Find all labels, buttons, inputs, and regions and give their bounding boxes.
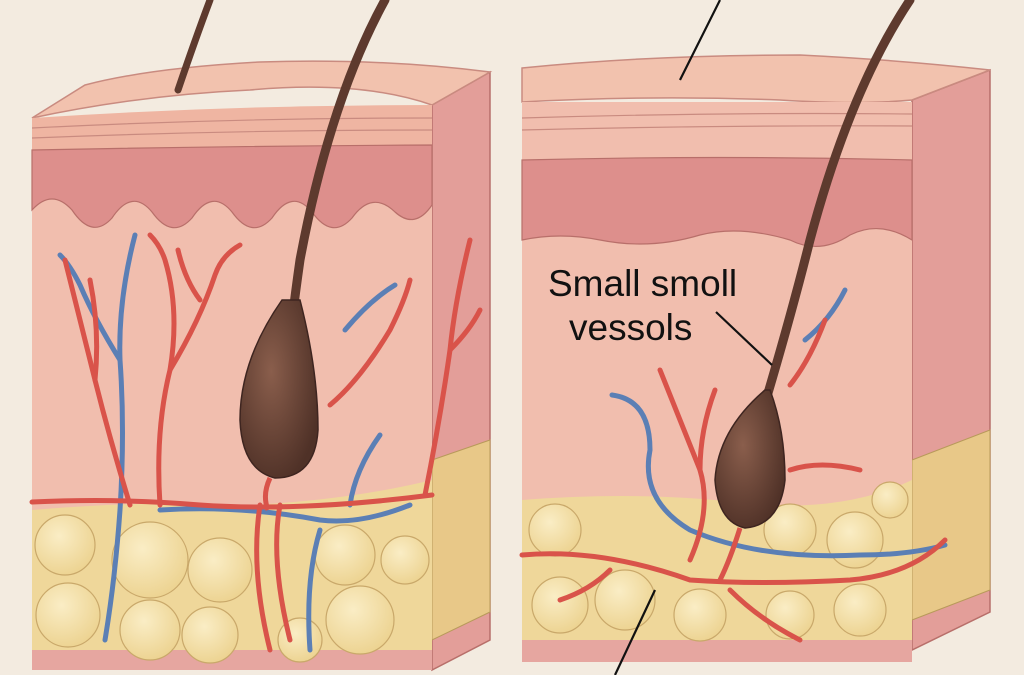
right-block-top-face <box>521 54 991 104</box>
right-side-fat <box>911 429 991 621</box>
right-arteries <box>519 317 948 643</box>
vessels-label-line1: Small smoll <box>548 263 737 304</box>
left-arteries <box>29 232 483 653</box>
vessels-label-line2: vessols <box>569 307 692 348</box>
left-epidermis <box>32 105 432 150</box>
right-skin-block <box>519 0 991 662</box>
right-epidermis-lines <box>521 112 913 131</box>
left-hair-short <box>174 0 214 94</box>
left-fat-lobules <box>34 514 430 664</box>
left-block-top-face <box>31 60 493 119</box>
left-papillary-layer <box>31 144 433 229</box>
left-skin-block <box>29 0 493 672</box>
right-deep-layer <box>522 640 912 662</box>
left-hair-follicle <box>239 0 390 511</box>
vessels-leader-line <box>715 311 773 366</box>
right-veins <box>609 287 948 559</box>
left-epidermis-lines <box>31 117 433 139</box>
left-side-fat <box>431 439 491 641</box>
top-leader-line <box>679 0 721 81</box>
right-hair-follicle <box>714 0 915 582</box>
left-deep-layer <box>32 650 432 670</box>
bottom-leader-line <box>614 589 656 675</box>
